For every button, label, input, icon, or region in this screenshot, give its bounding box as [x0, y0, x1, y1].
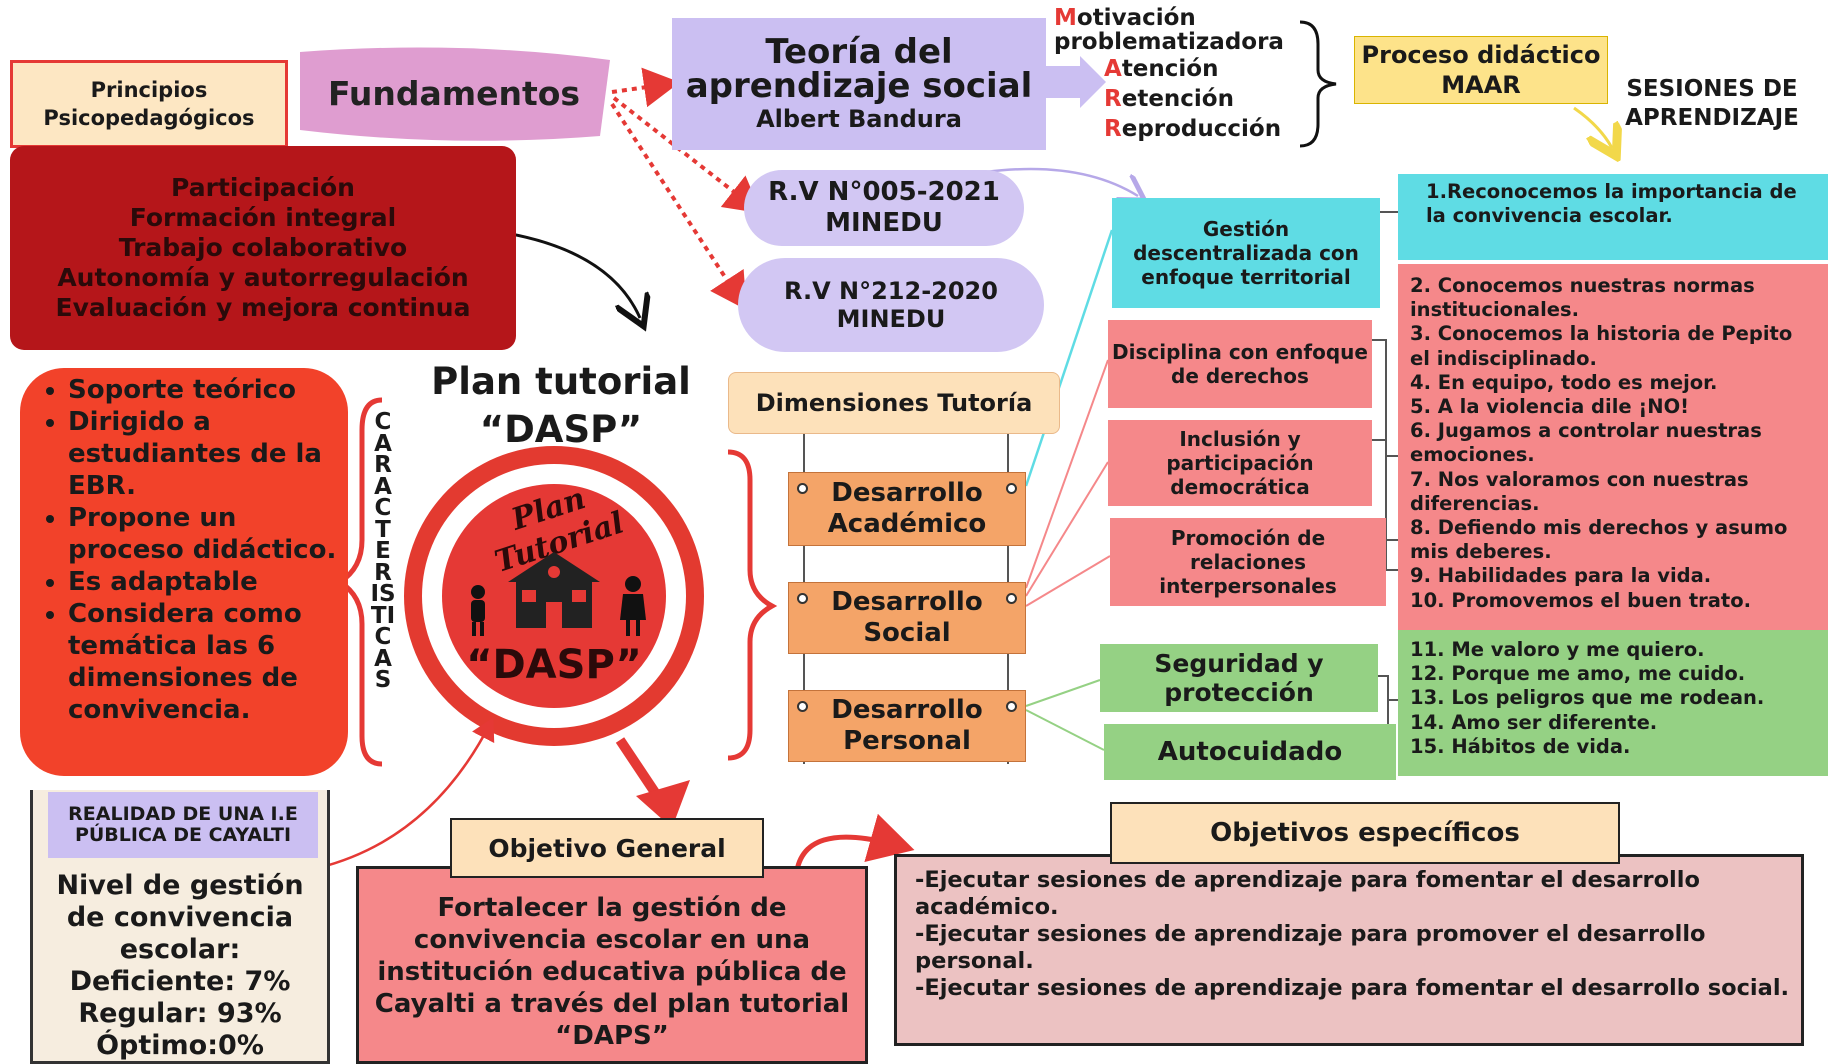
- principio-item: Evaluación y mejora continua: [55, 293, 471, 322]
- sesion-item: 1.Reconocemos la importancia de la convi…: [1426, 180, 1797, 227]
- caracteristicas-vertical-label: CARACTERISTICAS: [370, 409, 396, 693]
- sesiones-green-list: 11. Me valoro y me quiero. 12. Porque me…: [1398, 630, 1828, 776]
- objetivo-general-label: Objetivo General: [450, 818, 764, 878]
- student-figure-icon: [618, 574, 648, 638]
- maar-item: Atención: [1104, 56, 1219, 82]
- objetivos-especificos-box: -Ejecutar sesiones de aprendizaje para f…: [894, 854, 1804, 1046]
- teoria-author: Albert Bandura: [756, 105, 962, 133]
- sesion-item: 13. Los peligros que me rodean.: [1410, 686, 1765, 710]
- maar-list: Motivación problematizadora Atención Ret…: [1054, 6, 1316, 150]
- sesiones-cyan-list: 1.Reconocemos la importancia de la convi…: [1398, 174, 1828, 260]
- caracteristica-item: Soporte teórico: [68, 374, 338, 406]
- objetivos-especificos-label: Objetivos específicos: [1110, 802, 1620, 864]
- sesiones-label: SESIONES DE APRENDIZAJE: [1625, 76, 1799, 131]
- dimensiones-title: Dimensiones Tutoría: [728, 372, 1060, 434]
- arrow-logo-objetivo: [615, 737, 665, 803]
- sesion-item: 7. Nos valoramos con nuestras diferencia…: [1410, 467, 1749, 515]
- objetivo-especifico-item: -Ejecutar sesiones de aprendizaje para f…: [915, 867, 1700, 920]
- sesion-item: 4. En equipo, todo es mejor.: [1410, 370, 1718, 394]
- realidad-line: Deficiente: 7%: [69, 966, 291, 997]
- dimension-academico: Desarrollo Académico: [788, 472, 1026, 546]
- realidad-label: REALIDAD DE UNA I.E PÚBLICA DE CAYALTI: [48, 792, 318, 858]
- realidad-line: Regular: 93%: [78, 998, 282, 1029]
- arrow-teoria-maar: [1046, 56, 1106, 108]
- school-icon: [504, 548, 604, 632]
- caracteristica-item: Propone un proceso didáctico.: [68, 502, 338, 566]
- fundamentos-brush: [300, 47, 610, 141]
- sesion-item: 9. Habilidades para la vida.: [1410, 564, 1712, 588]
- student-figure-icon: [466, 584, 490, 638]
- sesion-item: 8. Defiendo mis derechos y asumo mis deb…: [1410, 516, 1788, 564]
- arrow-proceso-sesiones: [1573, 106, 1612, 148]
- principios-label: Principios Psicopedagógicos: [10, 60, 288, 148]
- realidad-stats: Nivel de gestión de convivencia escolar:…: [34, 868, 326, 1064]
- sesiones-red-list: 2. Conocemos nuestras normas institucion…: [1398, 264, 1828, 630]
- realidad-line: Óptimo:0%: [96, 1030, 264, 1061]
- bracket-right: [727, 449, 778, 761]
- objetivo-especifico-item: -Ejecutar sesiones de aprendizaje para p…: [915, 921, 1706, 974]
- principio-item: Trabajo colaborativo: [118, 233, 408, 262]
- principio-item: Formación integral: [129, 203, 397, 232]
- plan-title: Plan tutorial “DASP”: [431, 360, 691, 451]
- sesion-item: 2. Conocemos nuestras normas institucion…: [1410, 274, 1755, 322]
- principio-item: Autonomía y autorregulación: [57, 263, 469, 292]
- fundamentos-title: Fundamentos: [327, 73, 581, 113]
- dimension-personal: Desarrollo Personal: [788, 690, 1026, 762]
- sesion-item: 11. Me valoro y me quiero.: [1410, 638, 1705, 661]
- sesion-item: 12. Porque me amo, me cuido.: [1410, 662, 1746, 686]
- teoria-box: Teoría del aprendizaje social Albert Ban…: [672, 18, 1046, 150]
- arrow-og-oe: [793, 813, 915, 879]
- sesion-item: 3. Conocemos la historia de Pepito el in…: [1410, 322, 1793, 370]
- sub-gestion: Gestión descentralizada con enfoque terr…: [1112, 198, 1380, 308]
- sub-inclusion: Inclusión y participación democrática: [1108, 420, 1372, 506]
- arrow-realidad-logo: [317, 717, 495, 870]
- sub-seguridad: Seguridad y protección: [1100, 644, 1378, 712]
- sub-disciplina: Disciplina con enfoque de derechos: [1108, 320, 1372, 408]
- sesion-item: 10. Promovemos el buen trato.: [1410, 588, 1752, 612]
- principios-list: Participación Formación integral Trabajo…: [10, 146, 516, 350]
- caracteristicas-box: Soporte teórico Dirigido a estudiantes d…: [20, 368, 348, 776]
- arrow-valores-plan: [499, 230, 640, 318]
- sesion-item: 14. Amo ser diferente.: [1410, 710, 1658, 734]
- sub-autocuidado: Autocuidado: [1104, 724, 1396, 780]
- sub-promocion: Promoción de relaciones interpersonales: [1110, 518, 1386, 606]
- sesion-item: 15. Hábitos de vida.: [1410, 734, 1631, 758]
- logo-bottom-text: “DASP”: [466, 642, 642, 688]
- sesion-item: 5. A la violencia dile ¡NO!: [1410, 395, 1690, 419]
- caracteristica-item: Es adaptable: [68, 566, 338, 598]
- objetivo-general-text: Fortalecer la gestión de convivencia esc…: [356, 866, 868, 1064]
- proceso-maar-label: Proceso didáctico MAAR: [1354, 36, 1608, 104]
- arrow-rv-gestion: [985, 167, 1138, 196]
- principio-item: Participación: [171, 173, 355, 202]
- maar-item: Motivación problematizadora: [1054, 5, 1284, 55]
- sesion-item: 6. Jugamos a controlar nuestras emocione…: [1410, 419, 1762, 467]
- maar-bracket: [1299, 20, 1337, 148]
- caracteristica-item: Dirigido a estudiantes de la EBR.: [68, 406, 338, 502]
- caracteristica-item: Considera como temática las 6 dimensione…: [68, 598, 338, 726]
- realidad-line: Nivel de gestión de convivencia escolar:: [56, 870, 304, 965]
- objetivo-especifico-item: -Ejecutar sesiones de aprendizaje para f…: [915, 975, 1790, 1001]
- dimension-social: Desarrollo Social: [788, 582, 1026, 654]
- maar-item: Reproducción: [1104, 116, 1282, 142]
- rv-2021-pill: R.V N°005-2021 MINEDU: [744, 170, 1024, 246]
- arrow-fund-teoria: [611, 67, 680, 108]
- rv-2020-pill: R.V N°212-2020 MINEDU: [738, 258, 1044, 352]
- teoria-title: Teoría del aprendizaje social: [685, 32, 1033, 106]
- maar-item: Retención: [1104, 86, 1234, 112]
